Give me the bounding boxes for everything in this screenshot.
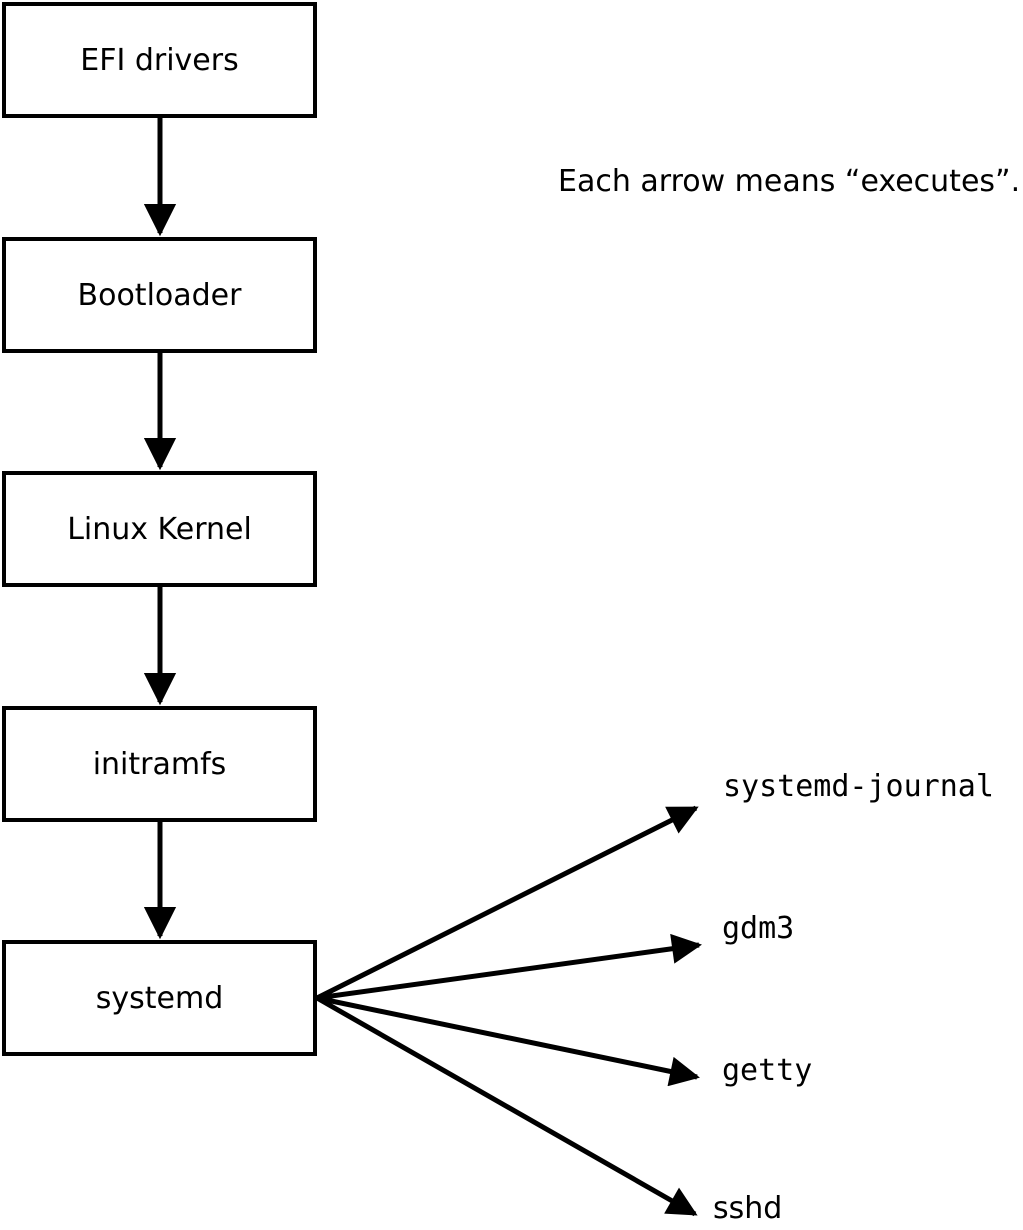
label-gdm3: gdm3 bbox=[722, 911, 795, 946]
node-label-initramfs: initramfs bbox=[92, 746, 227, 782]
node-label-efi-drivers: EFI drivers bbox=[80, 42, 239, 78]
arrow-systemd-to-journal bbox=[315, 805, 699, 1001]
node-label-linux-kernel: Linux Kernel bbox=[67, 511, 252, 547]
arrow-systemd-to-gdm3 bbox=[316, 933, 702, 1001]
node-label-bootloader: Bootloader bbox=[77, 277, 242, 313]
annotation-text: Each arrow means “executes”. bbox=[558, 164, 1021, 199]
node-efi-drivers: EFI drivers bbox=[2, 2, 317, 118]
label-systemd-journal: systemd-journal bbox=[723, 769, 994, 804]
label-sshd: sshd bbox=[713, 1191, 783, 1226]
node-initramfs: initramfs bbox=[2, 706, 317, 822]
node-label-systemd: systemd bbox=[95, 980, 224, 1016]
node-bootloader: Bootloader bbox=[2, 237, 317, 353]
arrow-systemd-to-getty bbox=[316, 995, 700, 1087]
arrow-systemd-to-sshd bbox=[315, 995, 698, 1217]
node-systemd: systemd bbox=[2, 940, 317, 1056]
label-getty: getty bbox=[722, 1053, 813, 1088]
node-linux-kernel: Linux Kernel bbox=[2, 471, 317, 587]
